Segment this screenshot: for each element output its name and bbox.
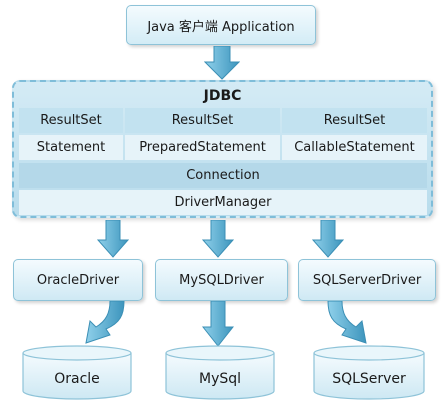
sqlserver-label: SQLServer	[332, 371, 406, 387]
jdbc-title: JDBC	[203, 88, 242, 104]
mysql-label: MySql	[198, 371, 242, 387]
driver-manager-cell: DriverManager	[19, 190, 427, 215]
sqlserver-driver-box: SQLServerDriver	[298, 259, 436, 301]
oracle-database: Oracle	[22, 345, 132, 401]
connection-cell: Connection	[19, 163, 427, 188]
arrow-jdbc-to-mysql-driver	[202, 220, 234, 258]
arrow-jdbc-to-sqlserver-driver	[312, 220, 344, 258]
arrow-sqlserver-driver-to-sqlserver	[322, 301, 372, 347]
mysql-driver-box: MySQLDriver	[155, 259, 288, 301]
oracle-driver-box: OracleDriver	[13, 259, 143, 301]
arrow-mysql-driver-to-mysql	[202, 301, 234, 347]
arrow-app-to-jdbc	[204, 46, 240, 80]
oracle-label: Oracle	[54, 371, 100, 387]
arrow-oracle-driver-to-oracle	[80, 301, 130, 347]
resultset-cell-2: ResultSet	[125, 108, 280, 133]
callable-statement-cell: CallableStatement	[282, 135, 427, 160]
mysql-driver-label: MySQLDriver	[179, 272, 264, 288]
resultset-cell-1: ResultSet	[19, 108, 123, 133]
mysql-database: MySql	[165, 345, 275, 401]
resultset-cell-3: ResultSet	[282, 108, 427, 133]
sqlserver-database: SQLServer	[313, 345, 425, 401]
app-label: Java 客户端 Application	[147, 19, 295, 35]
java-client-application-box: Java 客户端 Application	[126, 5, 316, 45]
sqlserver-driver-label: SQLServerDriver	[312, 272, 422, 288]
prepared-statement-cell: PreparedStatement	[125, 135, 280, 160]
arrow-jdbc-to-oracle-driver	[97, 220, 129, 258]
statement-cell: Statement	[19, 135, 123, 160]
oracle-driver-label: OracleDriver	[36, 272, 120, 288]
